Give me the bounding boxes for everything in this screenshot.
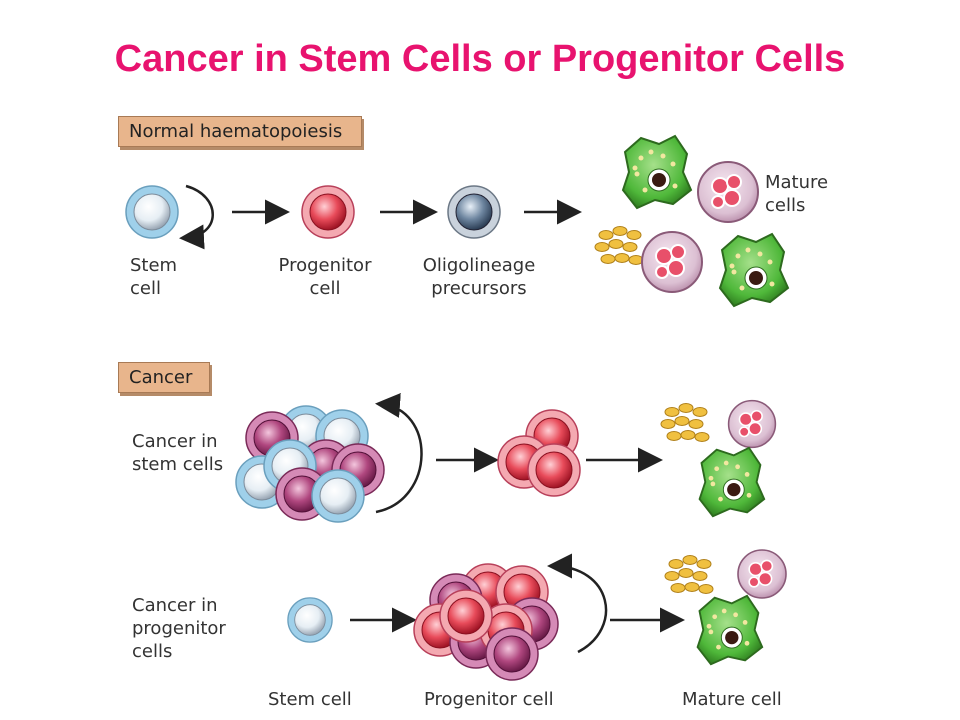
mature-granulocyte-1 [697,161,759,223]
footer-mature-cell-label: Mature cell [682,689,782,710]
mature-granulocyte-3 [727,399,777,449]
cancer-progenitor-stem-cell [287,597,333,643]
mature-platelets-2 [660,403,710,442]
cancer-label: Cancer [118,362,210,393]
progenitor-cancer-self-renewal-arrow [547,553,608,654]
stem-cancer-progenitor-cluster [497,409,581,497]
mature-platelets-3 [664,555,714,594]
cancer-progenitor-cluster [413,563,559,681]
self-renewal-arrow [179,184,214,250]
mature-granulocyte-4 [737,549,787,599]
oligolineage-cell [447,185,501,239]
mature-macrophage-3 [698,446,766,518]
normal-stem-cell [125,185,179,239]
normal-haematopoiesis-label: Normal haematopoiesis [118,116,362,147]
stem-cancer-self-renewal-arrow [375,392,423,514]
normal-progenitor-cell [301,185,355,239]
mature-granulocyte-2 [641,231,703,293]
mature-platelets-1 [594,226,644,265]
mature-macrophage-2 [719,233,789,307]
footer-stem-cell-label: Stem cell [268,689,352,710]
page-title: Cancer in Stem Cells or Progenitor Cells [114,38,846,80]
cancer-stem-cluster [235,405,385,523]
mature-macrophage-4 [696,594,764,666]
mature-macrophage-1 [622,135,692,209]
footer-progenitor-cell-label: Progenitor cell [424,689,554,710]
